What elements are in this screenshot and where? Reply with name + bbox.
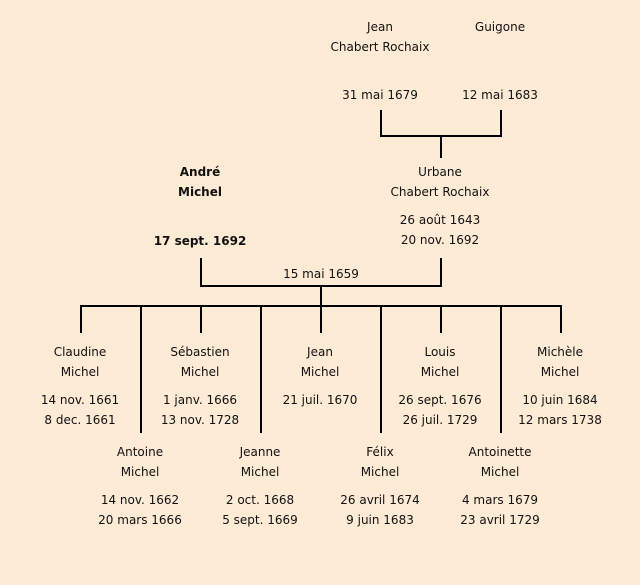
person-date: 14 nov. 1661 [40,393,120,407]
person-first-name: Louis [424,345,456,359]
person-date: 17 sept. 1692 [153,234,247,248]
person-first-name: Claudine [53,345,107,359]
person-date: 12 mai 1683 [462,88,538,102]
person-last-name: Michel [360,465,400,479]
connector-line [500,110,502,137]
connector-line [320,285,322,307]
person-last-name: Michel [540,365,580,379]
person-last-name: Chabert Rochaix [330,40,430,54]
person-first-name: Antoine [116,445,164,459]
connector-line [140,306,142,433]
person-last-name: Michel [120,465,160,479]
person-first-name: Urbane [418,165,462,179]
person-date: 1 janv. 1666 [162,393,238,407]
person-date: 20 nov. 1692 [400,233,480,247]
person-date: 20 mars 1666 [98,513,182,527]
person-first-name: Jean [367,20,393,34]
person-last-name: Michel [178,185,222,199]
person-date: 23 avril 1729 [460,513,540,527]
person-date: 26 juil. 1729 [402,413,478,427]
person-date: 9 juin 1683 [346,513,414,527]
person-first-name: Guigone [474,20,526,34]
marriage-date: 15 mai 1659 [283,267,359,281]
person-first-name: Félix [366,445,394,459]
person-date: 31 mai 1679 [342,88,418,102]
connector-line [440,306,442,333]
person-first-name: Antoinette [468,445,532,459]
connector-line [260,306,262,433]
person-date: 21 juil. 1670 [282,393,358,407]
person-date: 2 oct. 1668 [225,493,295,507]
person-date: 26 août 1643 [399,213,481,227]
connector-line [200,306,202,333]
person-date: 10 juin 1684 [522,393,598,407]
person-last-name: Michel [420,365,460,379]
person-date: 26 sept. 1676 [398,393,482,407]
connector-line [500,306,502,433]
person-last-name: Michel [60,365,100,379]
person-date: 12 mars 1738 [518,413,602,427]
person-date: 8 dec. 1661 [44,413,116,427]
person-last-name: Chabert Rochaix [390,185,490,199]
person-first-name: Michèle [537,345,583,359]
person-first-name: André [179,165,221,179]
person-first-name: Sébastien [170,345,230,359]
person-last-name: Michel [480,465,520,479]
person-date: 5 sept. 1669 [222,513,298,527]
person-first-name: Jean [307,345,333,359]
person-last-name: Michel [300,365,340,379]
person-last-name: Michel [240,465,280,479]
person-date: 13 nov. 1728 [160,413,240,427]
connector-line [80,306,82,333]
connector-line [320,306,322,333]
connector-line [440,258,442,287]
connector-line [560,306,562,333]
person-date: 14 nov. 1662 [100,493,180,507]
person-last-name: Michel [180,365,220,379]
connector-line [200,258,202,287]
connector-line [380,110,382,137]
person-first-name: Jeanne [239,445,281,459]
person-date: 26 avril 1674 [340,493,420,507]
person-date: 4 mars 1679 [461,493,539,507]
connector-line [380,306,382,433]
connector-line [440,135,442,158]
